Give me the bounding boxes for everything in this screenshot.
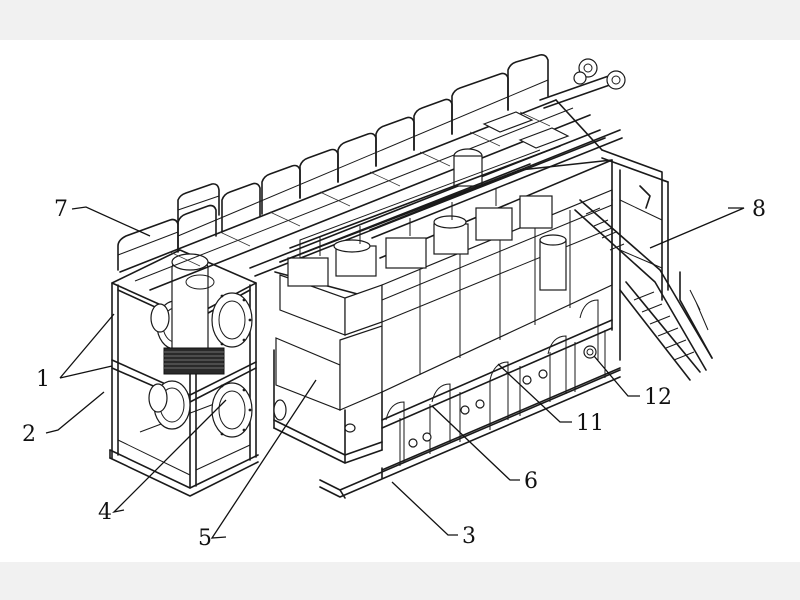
leader-lines — [45, 206, 745, 539]
right-module-frame — [555, 99, 669, 361]
upper-pipework — [249, 58, 626, 277]
callout-label-6: 6 — [524, 469, 538, 494]
callout-label-3: 3 — [462, 524, 476, 549]
callout-label-11: 11 — [576, 411, 604, 436]
middle-top-equipment — [279, 145, 567, 291]
tank-assembly — [148, 253, 253, 438]
left-module-railing — [117, 183, 220, 271]
callout-label-1: 1 — [36, 367, 50, 392]
bottom-margin-band — [0, 562, 800, 600]
callout-label-2: 2 — [22, 422, 36, 447]
top-railing-panels — [177, 54, 549, 251]
top-walkway — [119, 99, 591, 291]
callout-label-8: 8 — [752, 197, 766, 222]
callout-label-12: 12 — [644, 385, 672, 410]
stairway — [574, 185, 713, 381]
top-margin-band — [0, 0, 800, 40]
callout-labels: 7 8 1 2 4 5 3 6 11 12 — [22, 197, 766, 551]
middle-module — [273, 159, 621, 499]
callout-label-7: 7 — [54, 197, 68, 222]
lower-frame-module — [273, 299, 621, 471]
callout-label-5: 5 — [198, 526, 212, 551]
callout-label-4: 4 — [98, 500, 112, 525]
